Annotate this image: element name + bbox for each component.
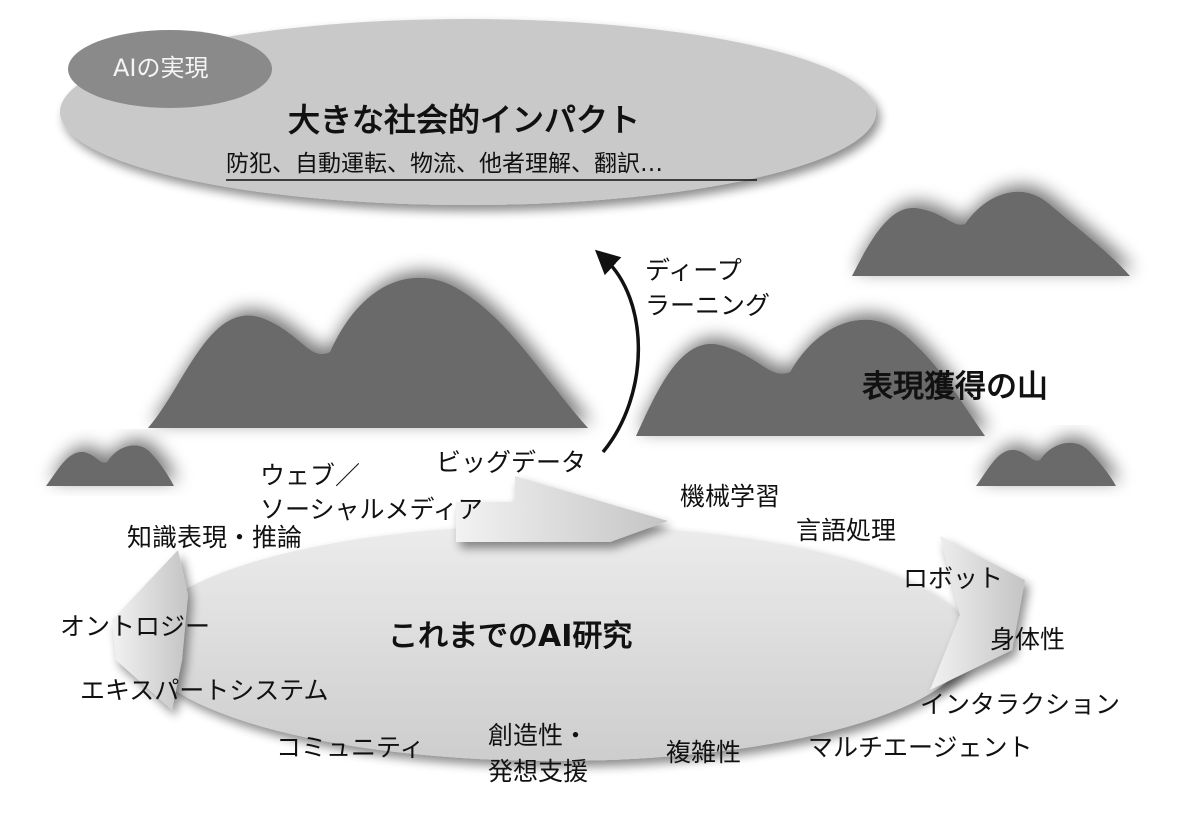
mountain-center-right xyxy=(636,319,985,436)
goal-examples: 防犯、自動運転、物流、他者理解、翻訳… xyxy=(226,151,663,177)
embodiment-label: 身体性 xyxy=(990,625,1066,654)
mountain-top-right xyxy=(852,191,1130,276)
ontology-label: オントロジー xyxy=(60,612,211,641)
goal-title: 大きな社会的インパクト xyxy=(288,101,641,139)
deep-learning-label-line2: ラーニング xyxy=(645,291,771,320)
interaction-label: インタラクション xyxy=(920,690,1121,719)
big-data-label: ビッグデータ xyxy=(436,448,587,477)
web-line1: ウェブ／ xyxy=(260,461,361,490)
mountain-small-right xyxy=(976,442,1116,486)
goal-pill-label: AIの実現 xyxy=(113,54,209,82)
machine-learning-label: 機械学習 xyxy=(680,482,781,511)
community-label: コミュニティ xyxy=(276,733,425,762)
deep-learning-arrow xyxy=(594,249,641,454)
expert-system-label: エキスパートシステム xyxy=(80,676,329,705)
research-ellipse xyxy=(140,525,970,761)
complexity-label: 複雑性 xyxy=(666,738,742,767)
research-title: これまでのAI研究 xyxy=(388,619,633,654)
right-arrowhead xyxy=(930,536,1025,690)
left-arrowhead xyxy=(112,550,188,710)
mountain-small-left xyxy=(46,445,174,486)
deep-learning-label-line1: ディープ xyxy=(645,256,742,285)
goal-pill xyxy=(68,30,272,108)
knowledge-label: 知識表現・推論 xyxy=(127,523,303,552)
multi-agent-label: マルチエージェント xyxy=(808,733,1033,762)
creativity-line1: 創造性・ xyxy=(488,721,589,750)
mountain-label: 表現獲得の山 xyxy=(862,369,1048,405)
web-line2: ソーシャルメディア xyxy=(260,495,483,524)
robot-label: ロボット xyxy=(903,564,1004,593)
language-label: 言語処理 xyxy=(796,516,897,545)
big-data-arrow xyxy=(456,476,668,542)
mountain-left-large xyxy=(148,277,588,428)
creativity-line2: 発想支援 xyxy=(488,757,589,786)
